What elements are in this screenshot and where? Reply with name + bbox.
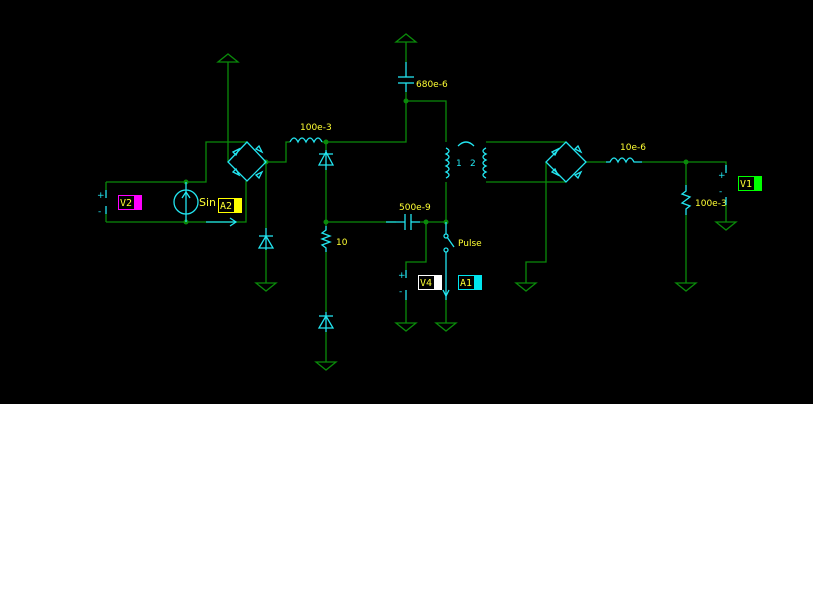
- ground-icon: [255, 282, 277, 292]
- probe-v1-label: V1: [740, 179, 752, 190]
- ground-icon: [515, 282, 537, 292]
- sine-source[interactable]: [173, 182, 199, 222]
- primary-winding-label: 1: [456, 159, 462, 169]
- resistor-load-value: 100e-3: [695, 199, 727, 209]
- inductor-l1-value: 100e-3: [300, 123, 332, 133]
- wires: [105, 42, 727, 362]
- source-type-label: Sin: [199, 196, 216, 209]
- schematic-canvas[interactable]: Sin + - 100e-3 10 680e-6 500e-9 1 2 Puls…: [0, 0, 813, 404]
- probe-v2[interactable]: V2: [118, 195, 142, 210]
- junction-nodes: [183, 98, 689, 225]
- ground-icon: [395, 33, 417, 43]
- resistor-load[interactable]: [680, 185, 692, 215]
- switch-label: Pulse: [458, 239, 482, 249]
- ground-icon: [395, 322, 417, 332]
- ground-icon: [435, 322, 457, 332]
- plus-sign: +: [718, 171, 726, 181]
- ground-icon: [315, 361, 337, 371]
- minus-sign: -: [98, 207, 101, 217]
- probe-v2-label: V2: [120, 198, 132, 209]
- diode[interactable]: [317, 312, 335, 332]
- bridge-rectifier-2[interactable]: [545, 141, 587, 183]
- bridge-rectifier-1[interactable]: [227, 141, 267, 182]
- plus-sign: +: [398, 271, 406, 281]
- pulse-switch[interactable]: [442, 222, 455, 300]
- capacitor-c1[interactable]: [398, 62, 414, 92]
- resistor-r1[interactable]: [320, 226, 332, 252]
- probe-a2[interactable]: A2: [218, 198, 242, 213]
- ground-icon: [675, 282, 697, 292]
- minus-sign: -: [399, 287, 402, 297]
- capacitor-c2[interactable]: [386, 214, 420, 230]
- probe-v4-label: V4: [420, 278, 432, 289]
- inductor-l2[interactable]: [606, 157, 642, 164]
- capacitor-c1-value: 680e-6: [416, 80, 448, 90]
- probe-a2-label: A2: [220, 201, 232, 212]
- capacitor-c2-value: 500e-9: [399, 203, 431, 213]
- probe-a1-label: A1: [460, 278, 472, 289]
- probe-v4[interactable]: V4: [418, 275, 442, 290]
- transformer[interactable]: [444, 141, 488, 179]
- probe-v1[interactable]: V1: [738, 176, 762, 191]
- resistor-r1-value: 10: [336, 238, 348, 248]
- ground-icon: [715, 221, 737, 231]
- inductor-l2-value: 10e-6: [620, 143, 646, 153]
- inductor-l1[interactable]: [289, 137, 323, 144]
- minus-sign: -: [719, 187, 722, 197]
- diode[interactable]: [317, 150, 335, 170]
- probe-a1[interactable]: A1: [458, 275, 482, 290]
- ground-icon: [217, 53, 239, 63]
- secondary-winding-label: 2: [470, 159, 476, 169]
- schematic[interactable]: Sin + - 100e-3 10 680e-6 500e-9 1 2 Puls…: [0, 0, 813, 404]
- plus-sign: +: [97, 191, 105, 201]
- diode[interactable]: [257, 228, 275, 250]
